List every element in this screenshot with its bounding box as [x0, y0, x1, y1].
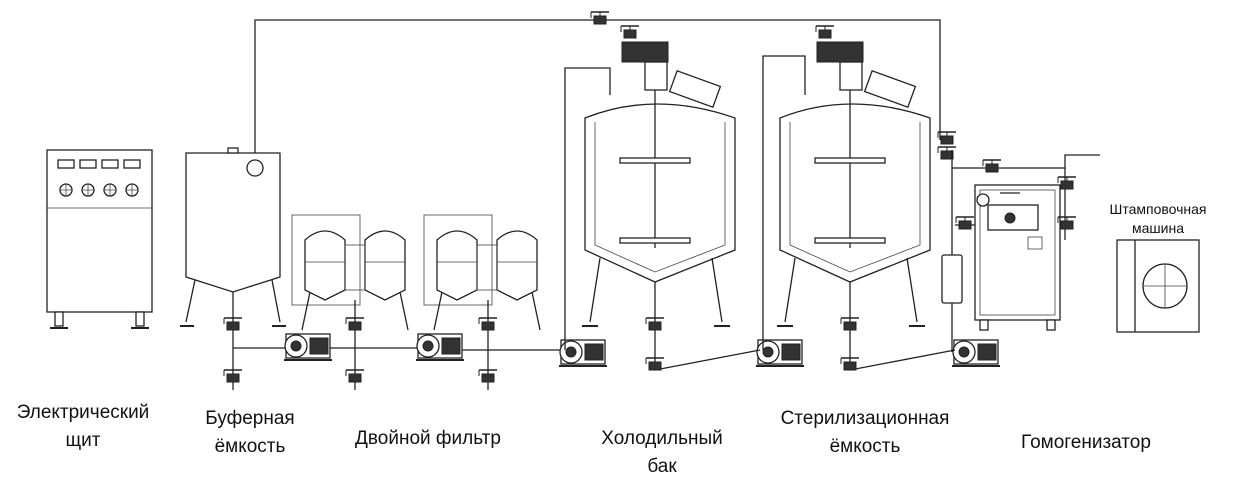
stamping-machine-label-line2: машина	[1132, 220, 1184, 236]
valve-icon	[620, 25, 640, 39]
stamping-machine: Штамповочная машина	[1109, 201, 1207, 333]
valve-icon	[645, 317, 665, 331]
homogenizer	[941, 150, 1100, 352]
stamping-machine-label-line1: Штамповочная	[1109, 201, 1206, 217]
valve-icon	[478, 317, 498, 331]
cooling-tank-label-line2: бак	[647, 456, 677, 477]
sterilization-tank-label-line2: ёмкость	[830, 436, 901, 457]
top-pipeline	[254, 11, 957, 160]
valve-icon	[840, 317, 860, 331]
electric-panel-label-line2: щит	[66, 430, 101, 451]
valve-icon	[982, 159, 1002, 173]
cooling-tank	[564, 41, 761, 371]
homogenizer-label: Гомогенизатор	[1021, 432, 1151, 453]
valve-icon	[223, 369, 243, 383]
valve-icon	[937, 131, 957, 145]
valve-icon	[345, 369, 365, 383]
pump-icon	[415, 333, 465, 361]
valve-icon	[645, 357, 665, 371]
pump-icon	[558, 339, 608, 367]
buffer-tank-label-line2: ёмкость	[215, 436, 286, 457]
buffer-tank	[180, 147, 286, 390]
valve-icon	[478, 369, 498, 383]
valve-icon	[1057, 176, 1077, 190]
electric-panel	[46, 149, 153, 329]
valve-icon	[955, 216, 975, 230]
sterilization-tank	[762, 41, 956, 371]
electric-panel-label-line1: Электрический	[17, 402, 150, 423]
valve-icon	[840, 357, 860, 371]
valve-icon	[590, 11, 610, 25]
pump-icon	[283, 333, 333, 361]
cooling-tank-label-line1: Холодильный	[601, 428, 723, 449]
valve-icon	[223, 317, 243, 331]
valve-icon	[345, 317, 365, 331]
double-filter-label: Двойной фильтр	[355, 428, 501, 449]
double-filter	[291, 214, 560, 390]
pump-icon	[951, 339, 1001, 367]
buffer-tank-label-line1: Буферная	[205, 408, 294, 429]
valve-icon	[815, 25, 835, 39]
valve-icon	[1057, 216, 1077, 230]
sterilization-tank-label-line1: Стерилизационная	[781, 408, 950, 429]
valve-icon	[937, 146, 957, 160]
